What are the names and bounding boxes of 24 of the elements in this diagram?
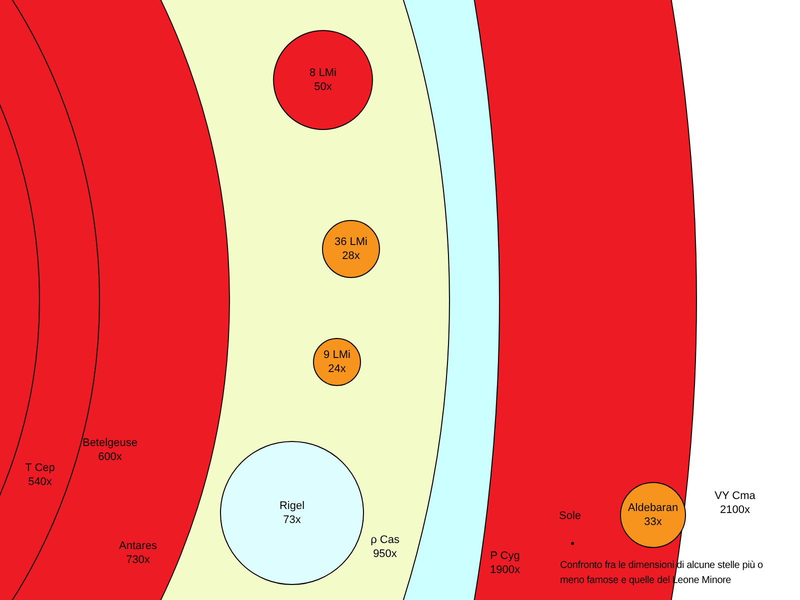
star-name: 36 LMi bbox=[334, 235, 368, 249]
star-name: ρ Cas bbox=[370, 533, 400, 547]
star-circle bbox=[313, 338, 361, 386]
star-name: Betelgeuse bbox=[82, 436, 138, 450]
star-name: Rigel bbox=[279, 499, 305, 513]
size-label: 540x bbox=[27, 475, 53, 489]
star-name: Sole bbox=[558, 509, 582, 523]
star-name: VY Cma bbox=[714, 489, 756, 503]
star-name: 9 LMi bbox=[324, 348, 350, 362]
size-label: 950x bbox=[372, 547, 398, 561]
size-label: 600x bbox=[97, 450, 123, 464]
size-label: 2100x bbox=[719, 503, 751, 517]
size-label: 73x bbox=[282, 513, 302, 527]
size-label: 28x bbox=[341, 249, 361, 263]
star-name: T Cep bbox=[25, 461, 55, 475]
size-label: 1900x bbox=[490, 563, 520, 577]
size-label: 50x bbox=[313, 80, 333, 94]
star-name: 8 LMi bbox=[310, 66, 336, 80]
star-name: Antares bbox=[119, 539, 157, 553]
size-label: 730x bbox=[125, 553, 151, 567]
star-name: Aldebaran bbox=[628, 501, 678, 515]
size-label: 33x bbox=[643, 515, 663, 529]
size-label: 24x bbox=[327, 362, 347, 376]
star-name: P Cyg bbox=[490, 549, 520, 563]
